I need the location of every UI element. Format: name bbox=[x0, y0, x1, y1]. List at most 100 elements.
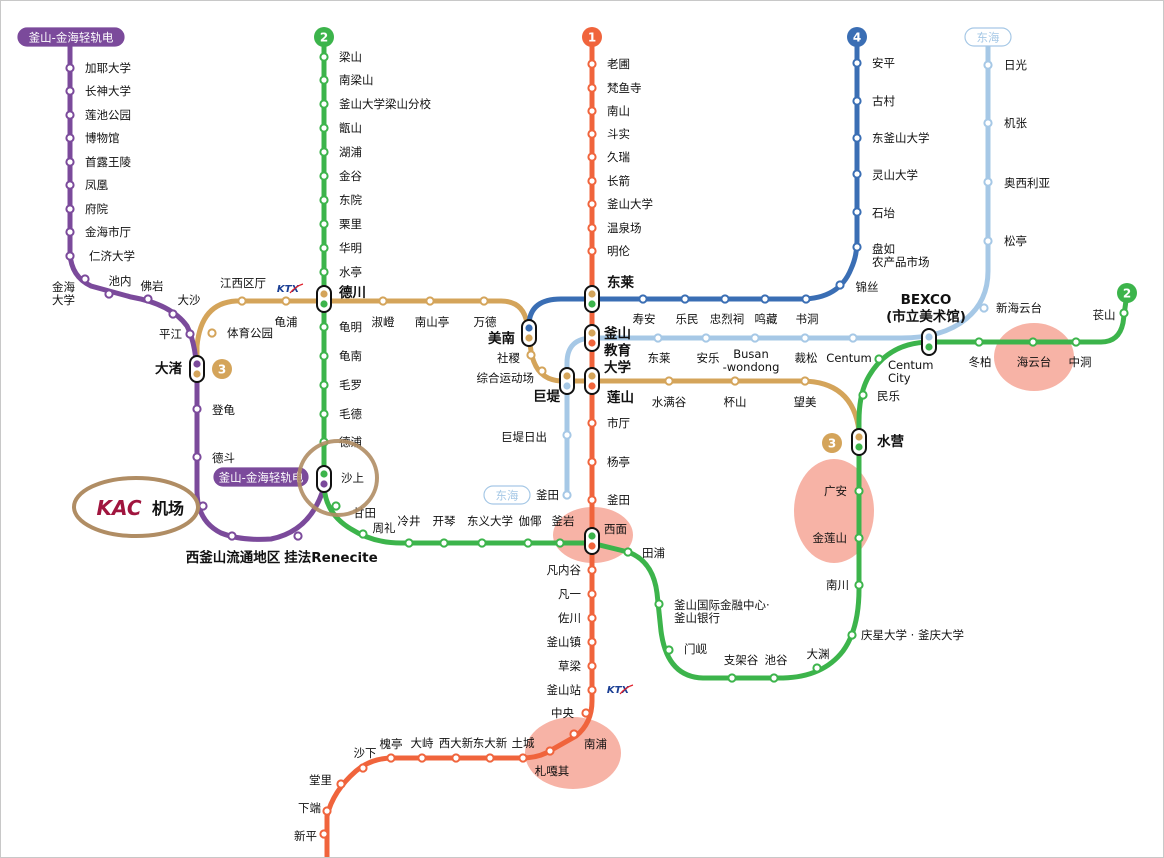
station-label[interactable]: 开琴 bbox=[433, 514, 456, 528]
station-dot[interactable] bbox=[477, 538, 487, 548]
station-label[interactable]: 市厅 bbox=[607, 416, 630, 430]
station-label[interactable]: 挂法Renecite bbox=[284, 549, 378, 566]
station-dot[interactable] bbox=[358, 763, 368, 773]
station-dot[interactable] bbox=[319, 351, 329, 361]
station-label[interactable]: 甑山 bbox=[339, 121, 362, 135]
station-label[interactable]: 巨堤日出 bbox=[501, 430, 547, 444]
station-label[interactable]: 釜山站 bbox=[547, 683, 582, 697]
station-label[interactable]: 莲山 bbox=[607, 389, 634, 406]
station-dot[interactable] bbox=[451, 753, 461, 763]
station-dot[interactable] bbox=[526, 350, 536, 360]
station-dot[interactable] bbox=[664, 645, 674, 655]
station-label[interactable]: 长神大学 bbox=[85, 84, 131, 98]
station-label[interactable]: 金莲山 bbox=[813, 531, 848, 545]
station-dot[interactable] bbox=[168, 309, 178, 319]
station-dot[interactable] bbox=[192, 404, 202, 414]
station-label[interactable]: 望美 bbox=[794, 395, 817, 409]
station-dot-airport[interactable] bbox=[198, 501, 208, 511]
station-dot[interactable] bbox=[587, 129, 597, 139]
station-label[interactable]: 东莱 bbox=[607, 274, 635, 291]
station-dot[interactable] bbox=[439, 538, 449, 548]
station-label[interactable]: 安乐 bbox=[697, 351, 720, 365]
station-dot[interactable] bbox=[319, 52, 329, 62]
station-label[interactable]: 冬柏 bbox=[969, 355, 992, 369]
station-label[interactable]: 湖浦 bbox=[339, 145, 362, 159]
station-label[interactable]: 中央 bbox=[551, 706, 574, 720]
station-label[interactable]: 东院 bbox=[339, 193, 362, 207]
station-dot[interactable] bbox=[569, 729, 579, 739]
station-label[interactable]: 佐川 bbox=[558, 611, 581, 625]
station-label[interactable]: 佛岩 bbox=[141, 279, 164, 293]
transfer-station-marker[interactable] bbox=[316, 285, 332, 313]
station-label[interactable]: 池内 bbox=[109, 274, 132, 288]
transfer-station-marker[interactable] bbox=[921, 328, 937, 356]
station-label[interactable]: 水满谷 bbox=[652, 395, 687, 409]
station-label[interactable]: 江西区厅 bbox=[220, 276, 266, 290]
station-label[interactable]: 釜山大学 bbox=[607, 197, 653, 211]
station-label[interactable]: 石坮 bbox=[872, 206, 895, 220]
station-dot[interactable] bbox=[80, 274, 90, 284]
station-dot[interactable] bbox=[319, 409, 329, 419]
station-dot[interactable] bbox=[587, 637, 597, 647]
station-label[interactable]: 民乐 bbox=[877, 389, 900, 403]
station-label[interactable]: 德川 bbox=[339, 284, 366, 301]
station-label[interactable]: 梵鱼寺 bbox=[607, 81, 642, 95]
station-label[interactable]: 书洞 bbox=[796, 312, 819, 326]
station-dot[interactable] bbox=[319, 75, 329, 85]
station-dot[interactable] bbox=[587, 613, 597, 623]
station-dot[interactable] bbox=[653, 333, 663, 343]
station-label[interactable]: 南川 bbox=[826, 578, 849, 592]
station-label[interactable]: 中洞 bbox=[1069, 355, 1092, 369]
station-label[interactable]: 西大新 bbox=[439, 736, 474, 750]
station-label[interactable]: 大沙 bbox=[178, 293, 201, 307]
station-dot[interactable] bbox=[319, 123, 329, 133]
station-label[interactable]: 龟南 bbox=[339, 349, 362, 363]
station-dot[interactable] bbox=[983, 177, 993, 187]
station-dot[interactable] bbox=[322, 806, 332, 816]
station-label[interactable]: 综合运动场 bbox=[477, 371, 535, 385]
station-label[interactable]: 大渊 bbox=[807, 647, 830, 661]
station-dot[interactable] bbox=[800, 376, 810, 386]
station-dot[interactable] bbox=[1119, 308, 1129, 318]
station-label[interactable]: 凡内谷 bbox=[547, 563, 582, 577]
station-dot[interactable] bbox=[404, 538, 414, 548]
station-dot[interactable] bbox=[1071, 337, 1081, 347]
station-label[interactable]: 首露王陵 bbox=[85, 155, 131, 169]
station-label[interactable]: 龟明 bbox=[339, 320, 362, 334]
station-dot[interactable] bbox=[479, 296, 489, 306]
station-dot[interactable] bbox=[1028, 337, 1038, 347]
station-label[interactable]: 寿安 bbox=[633, 312, 656, 326]
station-dot[interactable] bbox=[65, 157, 75, 167]
station-label[interactable]: 加耶大学 bbox=[85, 61, 131, 75]
station-dot[interactable] bbox=[237, 296, 247, 306]
station-dot[interactable] bbox=[587, 685, 597, 695]
station-dot[interactable] bbox=[587, 176, 597, 186]
transfer-station-marker[interactable] bbox=[189, 355, 205, 383]
station-dot[interactable] bbox=[518, 753, 528, 763]
station-label[interactable]: 门岘 bbox=[684, 642, 707, 656]
station-label[interactable]: 釜山国际金融中心·釜山银行 bbox=[674, 598, 770, 625]
transfer-station-marker[interactable] bbox=[584, 285, 600, 313]
station-dot[interactable] bbox=[852, 207, 862, 217]
station-label[interactable]: 府院 bbox=[85, 202, 108, 216]
station-dot[interactable] bbox=[587, 83, 597, 93]
station-dot[interactable] bbox=[319, 171, 329, 181]
station-label[interactable]: 新海云台 bbox=[996, 301, 1042, 315]
station-dot[interactable] bbox=[720, 294, 730, 304]
transfer-station-marker[interactable] bbox=[851, 428, 867, 456]
station-label[interactable]: 凡一 bbox=[558, 587, 581, 601]
station-dot[interactable] bbox=[701, 333, 711, 343]
transfer-station-marker[interactable] bbox=[584, 527, 600, 555]
station-dot[interactable] bbox=[319, 99, 329, 109]
station-dot[interactable] bbox=[207, 328, 217, 338]
station-dot[interactable] bbox=[331, 501, 341, 511]
station-label[interactable]: 龟浦 bbox=[275, 315, 298, 329]
station-label[interactable]: 庆星大学 · 釜庆大学 bbox=[861, 628, 964, 642]
station-label[interactable]: 南山 bbox=[607, 104, 630, 118]
station-dot[interactable] bbox=[65, 251, 75, 261]
station-dot[interactable] bbox=[587, 418, 597, 428]
station-dot[interactable] bbox=[848, 333, 858, 343]
station-dot[interactable] bbox=[319, 380, 329, 390]
station-label[interactable]: 广安 bbox=[824, 484, 847, 498]
station-label[interactable]: 釜山镇 bbox=[547, 635, 582, 649]
